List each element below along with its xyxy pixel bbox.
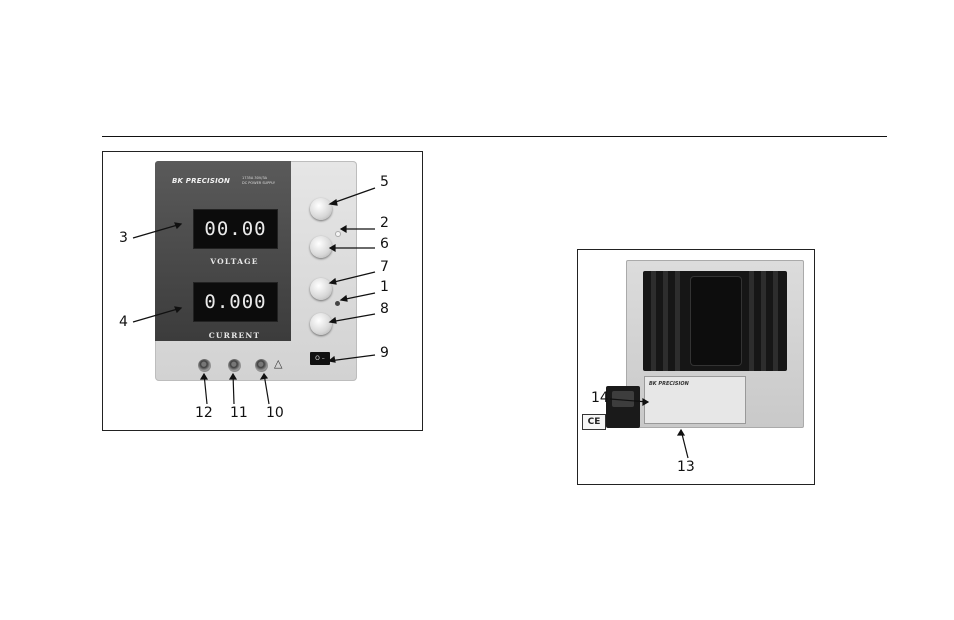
model-label: 1735A 30V/3A DC POWER SUPPLY [242,176,275,186]
voltage-label: VOLTAGE [210,257,259,266]
model-line-2: DC POWER SUPPLY [242,181,275,185]
heatsink [643,271,787,371]
voltage-fine-knob[interactable] [310,313,332,335]
rear-panel-figure: BK PRECISION CE 14 13 [577,249,815,485]
cv-indicator-led [335,301,340,306]
front-panel: BK PRECISION 1735A 30V/3A DC POWER SUPPL… [155,161,357,381]
callout-5: 5 [380,174,389,190]
ground-terminal[interactable] [228,359,241,372]
current-label: CURRENT [208,331,261,340]
rear-callout-arrows [609,397,689,459]
socket-inner [612,391,634,407]
negative-terminal[interactable] [198,359,211,372]
callout-6: 6 [380,236,389,252]
callout-2: 2 [380,215,389,231]
current-fine-knob[interactable] [310,236,332,258]
callout-1: 1 [380,279,389,295]
callout-12: 12 [195,405,213,421]
callout-10: 10 [266,405,284,421]
model-line-1: 1735A 30V/3A [242,176,268,180]
ce-mark: CE [582,414,606,430]
cc-indicator-led [335,231,341,237]
callout-7: 7 [380,259,389,275]
positive-terminal[interactable] [255,359,268,372]
header-rule [102,136,887,137]
callout-4: 4 [119,314,128,330]
voltage-display: 00.00 [193,209,278,249]
front-callout-arrows [132,187,376,405]
callout-3: 3 [119,230,128,246]
callout-11: 11 [230,405,248,421]
warning-triangle-icon: △ [274,357,283,370]
callout-8: 8 [380,301,389,317]
current-coarse-knob[interactable] [310,198,332,220]
callout-14: 14 [591,390,609,406]
front-panel-figure: BK PRECISION 1735A 30V/3A DC POWER SUPPL… [102,151,423,431]
sticker-brand: BK PRECISION [649,381,689,387]
power-switch[interactable]: O – [310,352,330,365]
rating-sticker: BK PRECISION [644,376,746,424]
voltage-coarse-knob[interactable] [310,278,332,300]
heatsink-block [691,277,741,365]
brand-logo: BK PRECISION [172,177,231,185]
current-display: 0.000 [193,282,278,322]
callout-9: 9 [380,345,389,361]
ac-input-socket[interactable] [606,386,640,428]
callout-13: 13 [677,459,695,475]
